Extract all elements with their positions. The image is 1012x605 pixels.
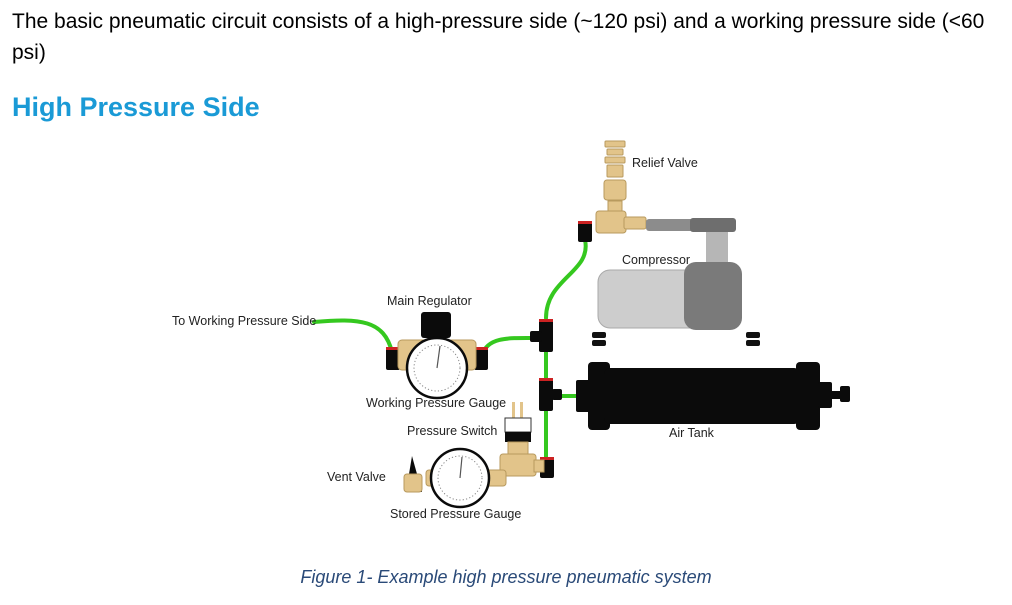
intro-text: The basic pneumatic circuit consists of …	[12, 10, 985, 64]
tee-fitting-middle	[539, 379, 553, 411]
fittings	[386, 222, 592, 478]
air-tank	[576, 362, 850, 430]
figure-caption: Figure 1- Example high pressure pneumati…	[300, 567, 712, 587]
main-regulator	[397, 312, 477, 400]
hose-compressor-to-tee	[544, 238, 588, 320]
compressor	[592, 218, 760, 346]
label-air-tank: Air Tank	[669, 426, 715, 440]
label-compressor: Compressor	[622, 253, 690, 267]
tee-fitting-upper-side	[530, 331, 542, 342]
tee-fitting-upper	[539, 320, 553, 352]
label-stored-pressure-gauge: Stored Pressure Gauge	[390, 507, 521, 521]
tee-fitting-middle-side	[552, 389, 562, 400]
vent-valve	[403, 456, 423, 493]
label-working-pressure-gauge: Working Pressure Gauge	[366, 396, 506, 410]
hose-to-working-side	[312, 318, 394, 354]
section-heading: High Pressure Side	[12, 92, 260, 122]
relief-valve	[595, 140, 647, 234]
elbow-fitting-compressor	[578, 222, 592, 242]
elbow-fitting-regulator-left	[386, 348, 400, 370]
fitting-red-rings	[386, 221, 592, 460]
label-main-regulator: Main Regulator	[387, 294, 472, 308]
label-vent-valve: Vent Valve	[327, 470, 386, 484]
label-relief-valve: Relief Valve	[632, 156, 698, 170]
label-to-working-pressure-side: To Working Pressure Side	[172, 314, 316, 328]
pneumatic-diagram: Relief Valve Compressor Main Regulator T…	[172, 140, 850, 521]
stored-pressure-gauge	[425, 447, 507, 509]
elbow-fitting-regulator-right	[474, 348, 488, 370]
pressure-switch	[499, 402, 545, 477]
label-pressure-switch: Pressure Switch	[407, 424, 497, 438]
